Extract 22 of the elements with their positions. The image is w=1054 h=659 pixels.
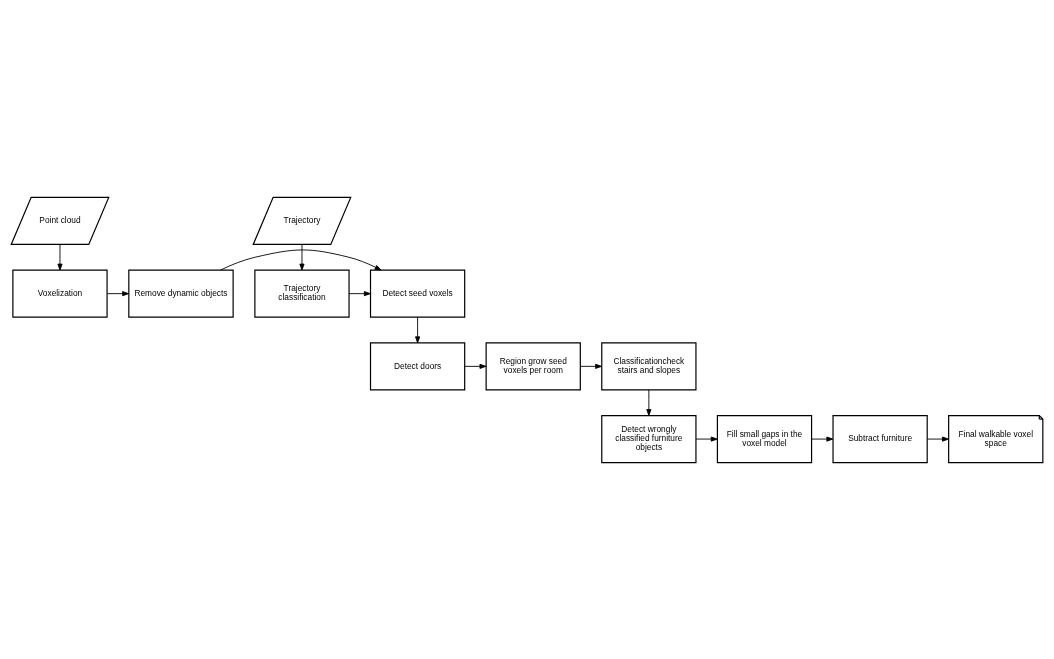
arrow (415, 316, 421, 343)
arrow (695, 436, 718, 442)
node-box: Detect wrongly classified furniture objects (601, 414, 697, 463)
node-box: Detect seed voxels (369, 269, 466, 318)
node-box: Fill small gaps in the voxel model (716, 414, 813, 463)
node-box: Subtract furniture (832, 414, 928, 463)
arrow (106, 290, 129, 296)
arrow (57, 243, 63, 270)
arrow (811, 436, 834, 442)
arrow (646, 389, 652, 416)
arrow (926, 436, 949, 442)
arrow (580, 363, 602, 369)
arrow (464, 363, 487, 369)
arrow (220, 249, 382, 270)
arrow (348, 290, 371, 296)
node-box: Classificationcheck stairs and slopes (601, 341, 697, 390)
node-box: Trajectory classification (254, 269, 350, 318)
node-box: Voxelization (12, 269, 108, 318)
node-box: Detect doors (369, 341, 466, 390)
node-box: Remove dynamic objects (128, 269, 234, 318)
node-box: Region grow seed voxels per room (485, 341, 581, 390)
arrow (299, 243, 305, 270)
